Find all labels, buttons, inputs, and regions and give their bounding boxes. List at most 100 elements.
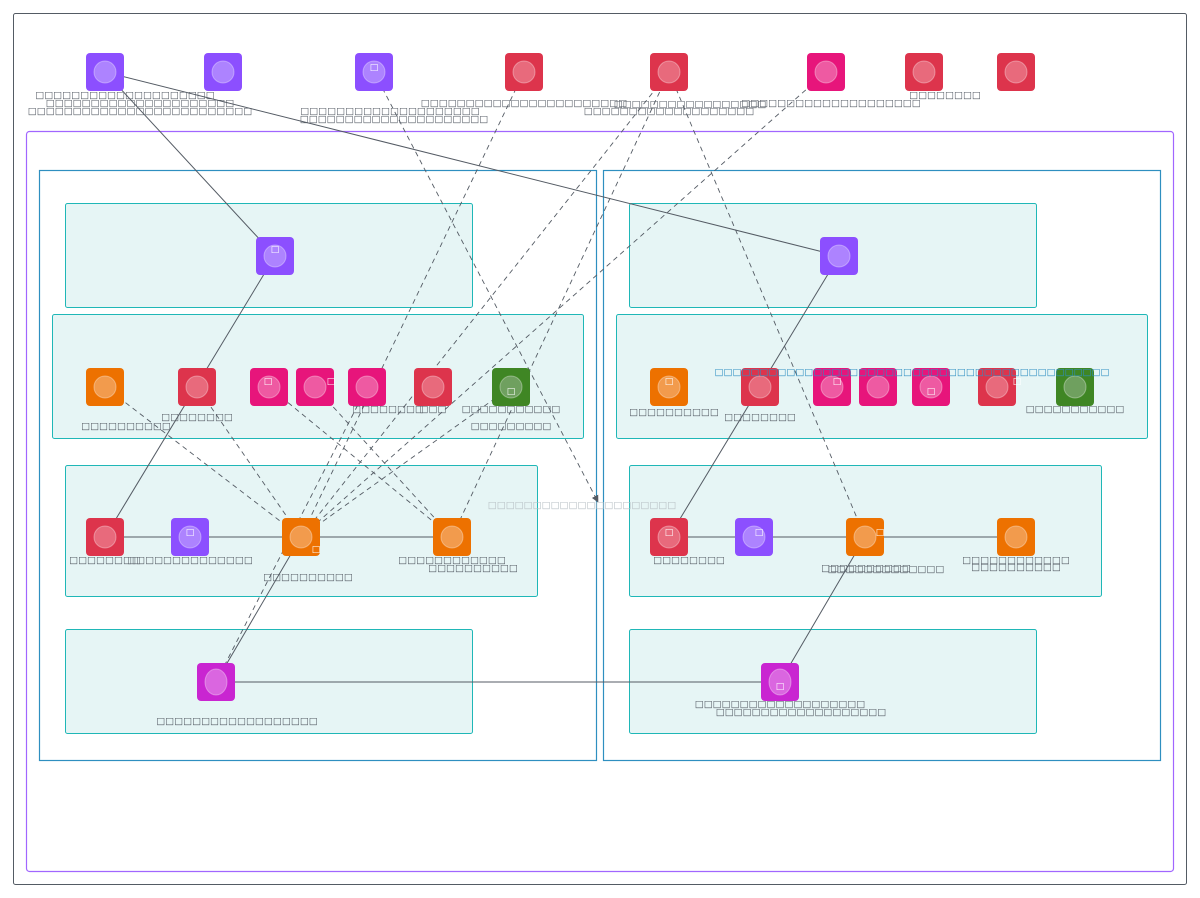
node-security[interactable] bbox=[997, 53, 1035, 91]
service-glyph-icon bbox=[742, 525, 766, 549]
node-security[interactable] bbox=[741, 368, 779, 406]
node-label: □□□□□□□□□□□□□□□□□ bbox=[614, 99, 767, 110]
region-right bbox=[602, 169, 1162, 762]
node-network[interactable]: □ bbox=[355, 53, 393, 91]
edge-dashed bbox=[451, 71, 670, 538]
node-mark: □ bbox=[665, 528, 674, 538]
service-glyph-icon bbox=[912, 60, 936, 84]
node-label: □□□ bbox=[420, 404, 447, 415]
service-glyph-icon bbox=[185, 375, 209, 399]
node-label: □□□□□□□□□□ bbox=[971, 562, 1061, 573]
node-security[interactable] bbox=[505, 53, 543, 91]
node-label: □□□□□□□□□□□□□□□□□□□ bbox=[716, 707, 887, 718]
service-glyph-icon bbox=[499, 375, 523, 399]
node-storage[interactable]: □ bbox=[492, 368, 530, 406]
node-mark: □ bbox=[665, 377, 674, 387]
node-mark: □ bbox=[312, 545, 321, 555]
node-mark: □ bbox=[186, 528, 195, 538]
node-compute[interactable]: □ bbox=[846, 518, 884, 556]
service-glyph-icon bbox=[919, 375, 943, 399]
node-network[interactable]: □ bbox=[171, 518, 209, 556]
service-glyph-icon bbox=[827, 244, 851, 268]
service-glyph-icon bbox=[178, 525, 202, 549]
node-label: □□□□□□□□□□□□□□□□□□ bbox=[156, 716, 318, 727]
nodes-layer: □□□□□□□□□□□□□□□ bbox=[86, 53, 1094, 701]
service-glyph-icon bbox=[355, 375, 379, 399]
service-glyph-icon bbox=[289, 525, 313, 549]
node-mark: □ bbox=[833, 377, 842, 387]
node-security[interactable] bbox=[86, 518, 124, 556]
node-label: □□□□□□□□□□ bbox=[263, 572, 353, 583]
node-label: □□□□□□□□□□□□□□□□□□□□□ bbox=[46, 98, 235, 109]
node-security[interactable]: □ bbox=[650, 518, 688, 556]
node-app[interactable]: □ bbox=[813, 368, 851, 406]
service-glyph-icon bbox=[512, 60, 536, 84]
node-network[interactable] bbox=[204, 53, 242, 91]
node-label: □□□□□□□□□□ bbox=[428, 563, 518, 574]
service-glyph-icon bbox=[303, 375, 327, 399]
node-label: □□□□□□□□□□□□□□□□□□□ bbox=[584, 106, 755, 117]
node-label: □□□□□□□□ bbox=[352, 404, 424, 415]
node-label: □□□□□□□□□□□□□□□□□□□□□ bbox=[300, 114, 489, 125]
service-glyph-icon bbox=[362, 60, 386, 84]
node-security[interactable] bbox=[650, 53, 688, 91]
service-glyph-icon bbox=[257, 375, 281, 399]
service-glyph-icon bbox=[1004, 525, 1028, 549]
node-mark: □ bbox=[876, 528, 885, 538]
node-db[interactable] bbox=[197, 663, 235, 701]
service-glyph-icon bbox=[820, 375, 844, 399]
node-label: □□□□□□□□ bbox=[653, 555, 725, 566]
node-app[interactable] bbox=[807, 53, 845, 91]
node-mark: □ bbox=[327, 377, 336, 387]
node-compute[interactable] bbox=[997, 518, 1035, 556]
node-compute[interactable] bbox=[433, 518, 471, 556]
node-label: □□□□□□□□□□□□□□ bbox=[127, 555, 253, 566]
node-network[interactable] bbox=[86, 53, 124, 91]
edge-solid bbox=[104, 71, 276, 257]
edge-solid bbox=[104, 71, 840, 259]
node-app[interactable]: □ bbox=[296, 368, 335, 406]
node-app[interactable] bbox=[348, 368, 386, 406]
node-mark: □ bbox=[776, 682, 785, 692]
node-label: □□□□□□□□ bbox=[69, 555, 141, 566]
service-glyph-icon bbox=[853, 525, 877, 549]
labels-layer: □□□□□□□□□□□□□□□□□□□□□□□□□□□□□□□□□□□□□□□□… bbox=[28, 90, 1125, 727]
node-label: □□□□□□□□□□□□□□□□□□□ bbox=[695, 699, 866, 710]
edge-dashed bbox=[314, 386, 453, 538]
node-network[interactable] bbox=[820, 237, 858, 275]
service-glyph-icon bbox=[1063, 375, 1087, 399]
service-glyph-icon bbox=[440, 525, 464, 549]
node-mark: □ bbox=[264, 377, 273, 387]
node-mark: □ bbox=[370, 63, 379, 73]
service-glyph-icon bbox=[748, 375, 772, 399]
node-app[interactable] bbox=[859, 368, 897, 406]
node-label: □□□□□□□□ bbox=[724, 412, 796, 423]
node-network[interactable]: □ bbox=[735, 518, 773, 556]
node-security[interactable] bbox=[905, 53, 943, 91]
node-storage[interactable] bbox=[1056, 368, 1094, 406]
node-security[interactable]: □ bbox=[978, 368, 1021, 406]
node-label: □□□□□□□□□□□□□□□□□□□□□□□□□ bbox=[28, 106, 252, 117]
node-app[interactable]: □ bbox=[912, 368, 950, 406]
node-label: □□□□□□□□□□□□□ bbox=[828, 564, 945, 575]
subnet-banner-label: □□□□□□□□□□□□□□□□□□□□□□□□□□□□□□□□□□□□□□□□… bbox=[715, 367, 1110, 378]
edge-dashed bbox=[668, 71, 866, 538]
cloud-group bbox=[25, 130, 1175, 873]
edge-solid bbox=[215, 536, 302, 683]
node-security[interactable] bbox=[414, 368, 452, 406]
node-db[interactable]: □ bbox=[761, 663, 799, 701]
floating-label: □□□□□□□□□□□□□□□□□□□□□ bbox=[488, 500, 677, 511]
edge-dashed bbox=[300, 386, 512, 538]
node-app[interactable]: □ bbox=[250, 368, 288, 406]
node-label: □□□□□□□□□□ bbox=[629, 407, 719, 418]
service-glyph-icon bbox=[985, 375, 1009, 399]
node-label: □□□□□□□□ bbox=[161, 412, 233, 423]
node-label: □□□□□□□□□ bbox=[471, 421, 552, 432]
node-label: □□□□□□□□□□□□□□□□□□□□ bbox=[300, 106, 480, 117]
node-compute[interactable]: □ bbox=[282, 518, 320, 556]
node-compute[interactable]: □ bbox=[650, 368, 688, 406]
node-network[interactable]: □ bbox=[256, 237, 294, 275]
node-compute[interactable] bbox=[86, 368, 124, 406]
node-label: □□□□□□□□□□□ bbox=[1026, 404, 1125, 415]
node-security[interactable] bbox=[178, 368, 216, 406]
